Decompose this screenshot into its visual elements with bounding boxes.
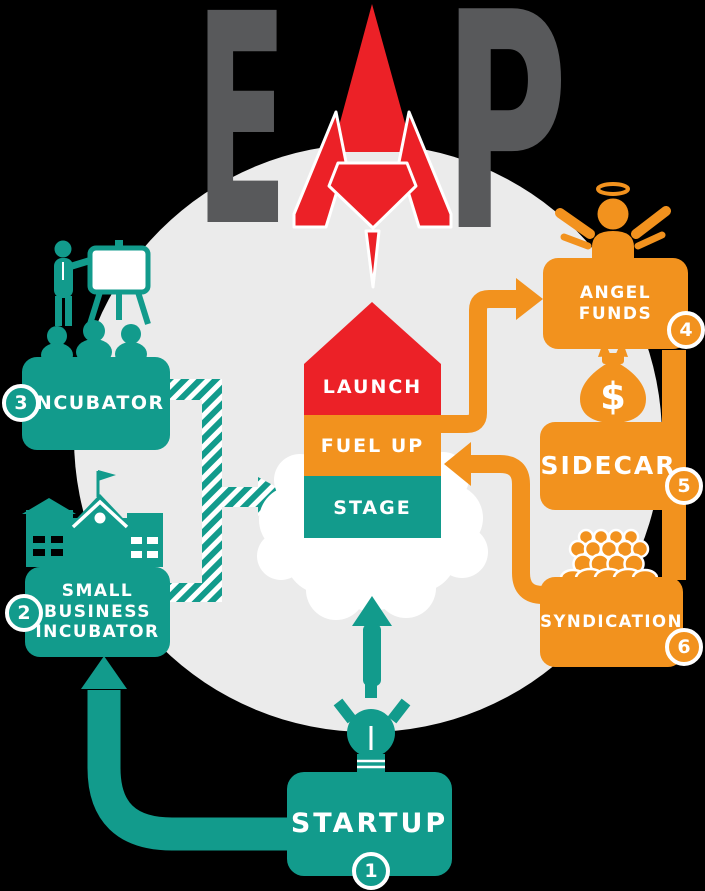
launch-section — [304, 302, 441, 415]
badge-4-number: 4 — [679, 319, 693, 341]
node-angel-funds: ANGEL FUNDS — [543, 258, 688, 349]
badge-3: 3 — [2, 384, 40, 422]
dollar-symbol: $ — [600, 375, 626, 418]
building-icon — [22, 470, 163, 567]
sbi-line-1: SMALL — [61, 581, 134, 602]
left-arrowhead-icon — [444, 442, 471, 486]
rocket-to-angel-arrow — [441, 278, 543, 433]
stage-label: STAGE — [333, 497, 412, 519]
logo-letter-e: E — [195, 0, 288, 291]
badge-3-number: 3 — [14, 392, 28, 414]
sbi-line-3: INCUBATOR — [35, 622, 160, 643]
idea-arrow — [352, 596, 392, 686]
audience-icon — [41, 320, 147, 367]
incubator-label: INCUBATOR — [27, 392, 165, 415]
logo-letters: E P — [195, 0, 568, 298]
node-sidecar: SIDECAR — [540, 422, 677, 510]
launch-label: LAUNCH — [322, 376, 423, 398]
syndication-to-fuel-arrow — [444, 442, 556, 604]
sidecar-label: SIDECAR — [540, 451, 677, 480]
sbi-line-2: BUSINESS — [44, 601, 151, 622]
right-arrowhead-icon — [516, 278, 543, 320]
badge-2: 2 — [5, 594, 43, 632]
syndication-label: SYNDICATION — [540, 612, 683, 632]
node-small-business-incubator: SMALL BUSINESS INCUBATOR — [25, 567, 170, 657]
badge-6-number: 6 — [677, 636, 691, 658]
lightbulb-icon — [333, 684, 411, 776]
startup-label: STARTUP — [290, 807, 449, 839]
rocket-logo-icon — [292, 4, 453, 289]
fuel-up-section — [304, 415, 441, 476]
presenter-easel-icon — [54, 240, 151, 326]
badge-5-number: 5 — [677, 475, 691, 497]
up-arrowhead-icon — [81, 656, 127, 689]
badge-1: 1 — [352, 852, 390, 890]
badge-5: 5 — [665, 467, 703, 505]
rocket-tower — [304, 302, 441, 538]
badge-6: 6 — [665, 628, 703, 666]
stage-section — [304, 476, 441, 538]
logo-letter-p: P — [443, 0, 568, 298]
node-syndication: SYNDICATION — [540, 577, 683, 667]
angel-funds-label: ANGEL FUNDS — [578, 283, 653, 324]
startup-to-incubator-arrow — [81, 656, 288, 851]
node-incubator: INCUBATOR — [22, 357, 170, 450]
node-startup: STARTUP — [287, 772, 452, 876]
fuel-up-label: FUEL UP — [320, 435, 425, 457]
badge-4: 4 — [667, 311, 705, 349]
badge-2-number: 2 — [17, 602, 31, 624]
angel-icon — [555, 182, 671, 258]
badge-1-number: 1 — [364, 860, 378, 882]
